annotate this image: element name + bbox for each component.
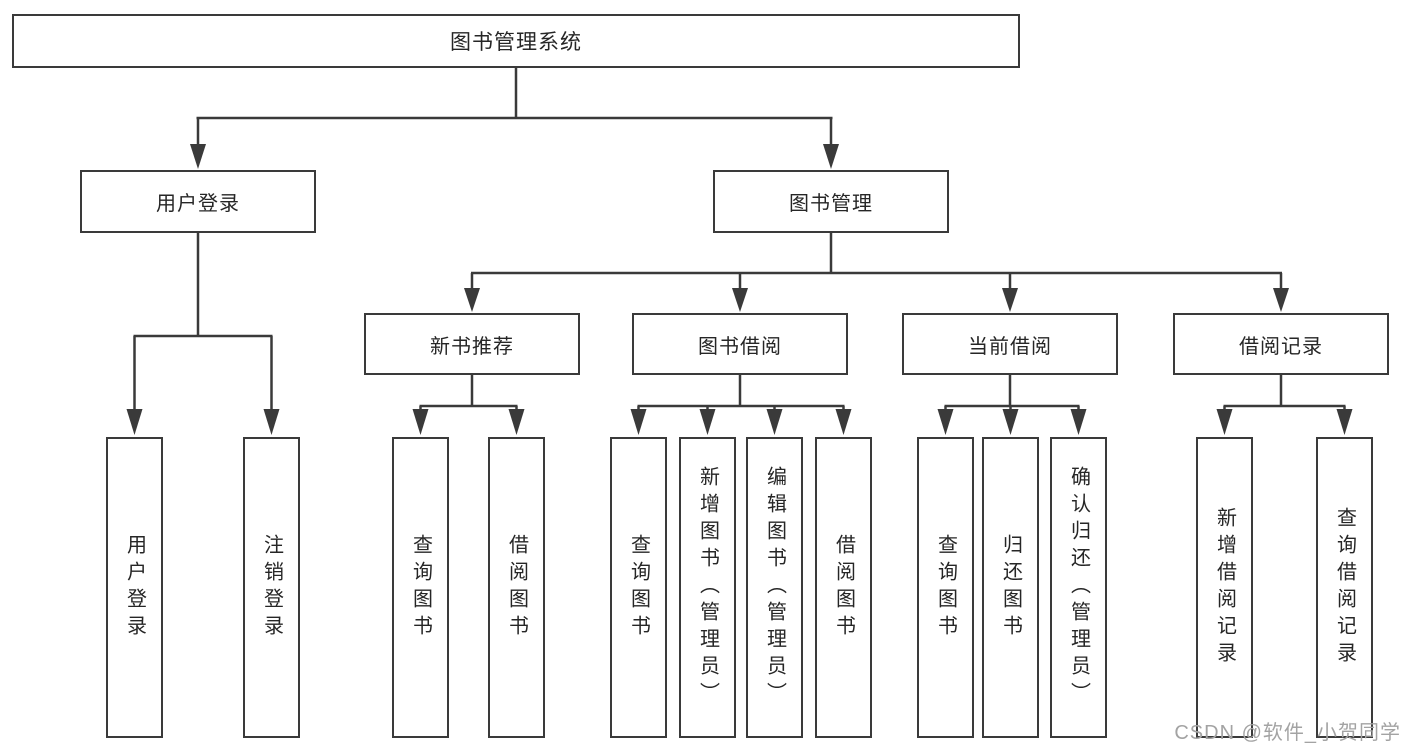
leaf-br-query-record: 查询借阅记录 xyxy=(1316,437,1373,738)
node-root-library-system: 图书管理系统 xyxy=(12,14,1020,68)
leaf-bb-query-book: 查询图书 xyxy=(610,437,667,738)
leaf-cb-return-book: 归还图书 xyxy=(982,437,1039,738)
leaf-br-add-record: 新增借阅记录 xyxy=(1196,437,1253,738)
leaf-logout: 注销登录 xyxy=(243,437,300,738)
leaf-bb-add-book-admin: 新增图书（管理员） xyxy=(679,437,736,738)
leaf-nbr-borrow-book: 借阅图书 xyxy=(488,437,545,738)
leaf-user-login: 用户登录 xyxy=(106,437,163,738)
leaf-bb-borrow-book: 借阅图书 xyxy=(815,437,872,738)
node-book-borrow: 图书借阅 xyxy=(632,313,848,375)
csdn-watermark: CSDN @软件_小贺同学 xyxy=(1174,722,1401,744)
node-new-book-recommend: 新书推荐 xyxy=(364,313,580,375)
node-book-management-branch: 图书管理 xyxy=(713,170,949,233)
node-borrow-records: 借阅记录 xyxy=(1173,313,1389,375)
leaf-cb-query-book: 查询图书 xyxy=(917,437,974,738)
node-current-borrow: 当前借阅 xyxy=(902,313,1118,375)
leaf-cb-confirm-return-admin: 确认归还（管理员） xyxy=(1050,437,1107,738)
leaf-nbr-query-book: 查询图书 xyxy=(392,437,449,738)
node-user-login-branch: 用户登录 xyxy=(80,170,316,233)
leaf-bb-edit-book-admin: 编辑图书（管理员） xyxy=(746,437,803,738)
